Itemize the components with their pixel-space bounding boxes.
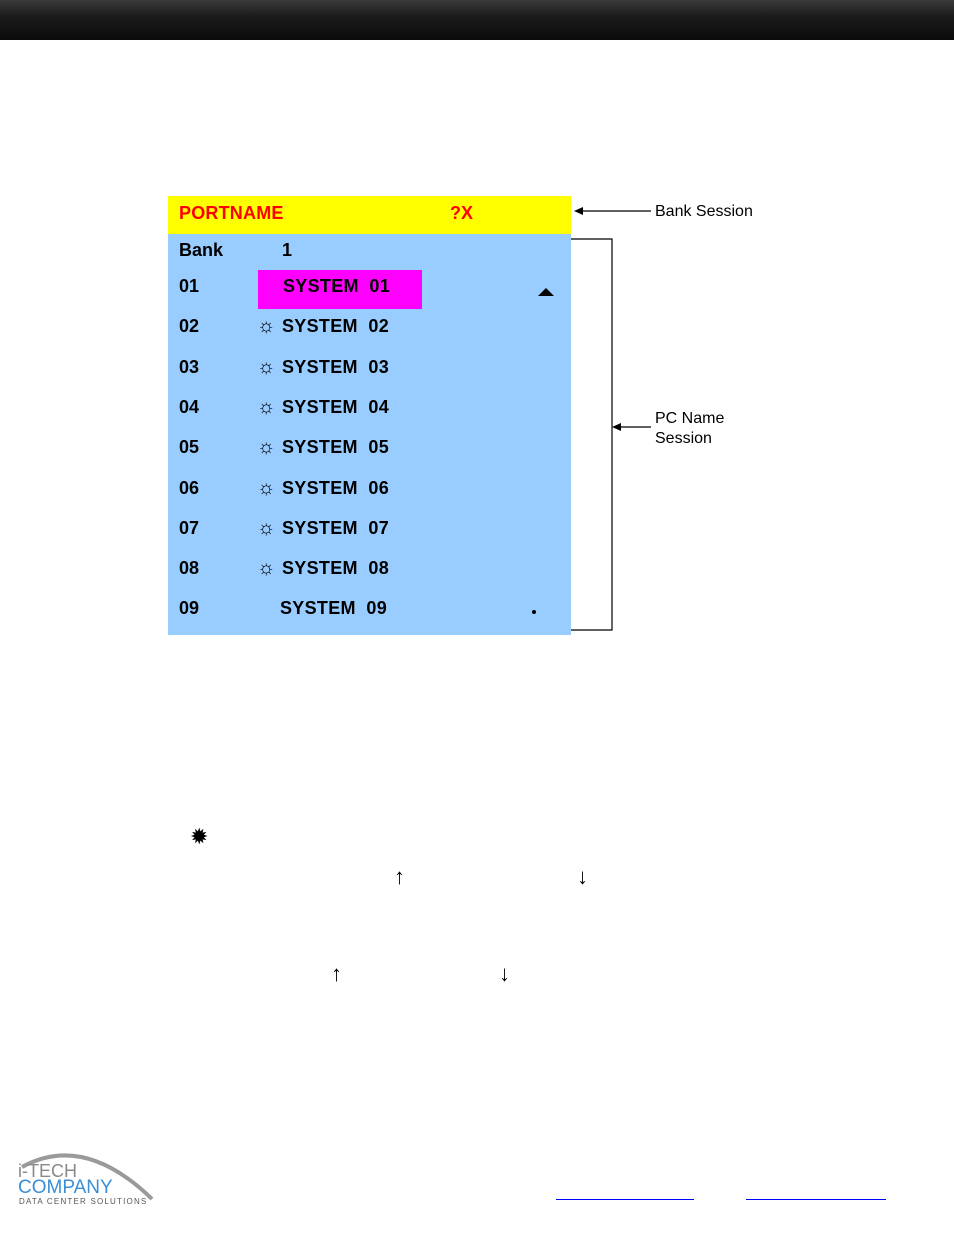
down-arrow-icon: ↓ [499,961,510,987]
up-arrow-icon: ↑ [331,961,342,987]
osd-help-close: ?X [450,203,473,224]
pc-name: SYSTEM 07 [282,518,389,539]
port-number: 08 [179,558,199,579]
sun-icon: ☼ [257,557,275,580]
port-number: 02 [179,316,199,337]
logo-tagline: DATA CENTER SOLUTIONS [19,1197,147,1206]
footer-link-1[interactable] [556,1199,694,1200]
bank-value: 1 [282,240,292,261]
bank-label: Bank [179,240,223,261]
pc-name: SYSTEM 01 [283,276,390,297]
pc-name: SYSTEM 02 [282,316,389,337]
pc-name: SYSTEM 06 [282,478,389,499]
sun-icon: ☼ [257,517,275,540]
itech-company-logo: i-TECH COMPANY DATA CENTER SOLUTIONS [14,1145,159,1209]
page-header-bar [0,0,954,40]
pc-name-row[interactable]: 06 ☼ SYSTEM 06 [168,472,571,512]
port-number: 07 [179,518,199,539]
bank-session-label: Bank Session [655,203,753,221]
pc-name-row[interactable]: 01 SYSTEM 01 [168,270,571,310]
port-number: 06 [179,478,199,499]
port-number: 05 [179,437,199,458]
scroll-down-dot-icon [532,610,536,614]
pc-name: SYSTEM 05 [282,437,389,458]
sun-icon: ☼ [257,356,275,379]
sun-icon: ☼ [257,315,275,338]
pc-name-row[interactable]: 07 ☼ SYSTEM 07 [168,512,571,552]
port-number: 01 [179,276,199,297]
sun-icon: ☼ [257,436,275,459]
sun-icon: ☼ [257,477,275,500]
footer-link-2[interactable] [746,1199,886,1200]
pc-name-row[interactable]: 02 ☼ SYSTEM 02 [168,310,571,350]
pc-name: SYSTEM 09 [280,598,387,619]
scroll-up-icon [538,288,554,296]
burst-icon: ✹ [190,824,208,850]
osd-title: PORTNAME [179,203,284,224]
pc-name-row[interactable]: 09 SYSTEM 09 [168,592,571,632]
sun-icon: ☼ [257,396,275,419]
down-arrow-icon: ↓ [577,864,588,890]
port-number: 03 [179,357,199,378]
port-number: 09 [179,598,199,619]
port-number: 04 [179,397,199,418]
up-arrow-icon: ↑ [394,864,405,890]
pc-name-row[interactable]: 05 ☼ SYSTEM 05 [168,431,571,471]
pc-name-row[interactable]: 04 ☼ SYSTEM 04 [168,391,571,431]
logo-line-2: COMPANY [18,1177,113,1199]
pc-name-row[interactable]: 03 ☼ SYSTEM 03 [168,351,571,391]
pc-name: SYSTEM 03 [282,357,389,378]
pc-name: SYSTEM 08 [282,558,389,579]
pc-name: SYSTEM 04 [282,397,389,418]
pc-name-row[interactable]: 08 ☼ SYSTEM 08 [168,552,571,592]
osd-bank-session-header: PORTNAME ?X [168,196,571,234]
pc-name-session-label: PC Name Session [655,409,724,449]
